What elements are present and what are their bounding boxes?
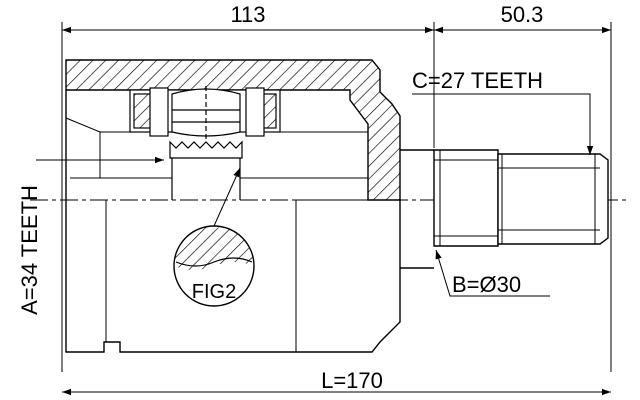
label-shaft-diameter: B=Ø30 — [452, 272, 521, 297]
leader-lines — [36, 93, 594, 297]
roller-assembly — [129, 86, 281, 200]
leader-b-diameter — [435, 249, 550, 297]
label-detail-figure: FIG2 — [192, 281, 236, 303]
label-outer-spline: C=27 TEETH — [412, 68, 543, 93]
dim-label-overall-length: L=170 — [321, 368, 383, 393]
dimension-lines — [62, 26, 611, 396]
leader-c-teeth — [412, 93, 594, 155]
stub-shaft — [433, 149, 609, 247]
label-inner-spline: A=34 TEETH — [17, 185, 42, 315]
fig2-detail-bubble — [173, 167, 255, 307]
dim-label-housing-length: 113 — [230, 2, 265, 27]
dim-label-spline-length: 50.3 — [501, 2, 544, 27]
housing-outline — [65, 90, 434, 353]
extension-lines — [61, 22, 612, 372]
